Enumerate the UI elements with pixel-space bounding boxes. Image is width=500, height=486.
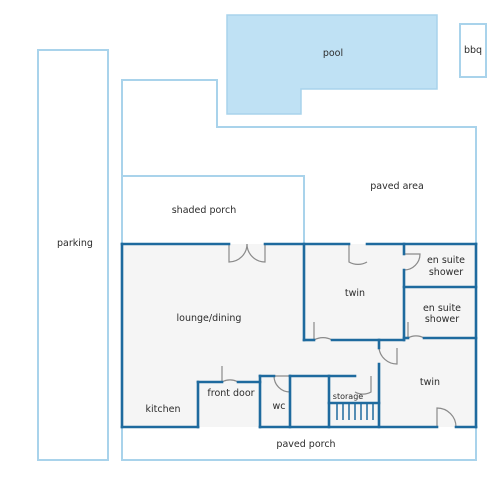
house-floor (122, 244, 476, 427)
kitchen-label: kitchen (146, 404, 181, 415)
storage-door (354, 376, 372, 395)
ensuite-1-label-line1: en suite (427, 255, 465, 266)
wc-label: wc (273, 401, 286, 412)
site-boundary (121, 79, 477, 461)
twin-door (348, 244, 368, 266)
lounge-dining-label: lounge/dining (177, 313, 242, 324)
storage-label: storage (333, 392, 363, 401)
pool (226, 14, 438, 115)
hall-door (378, 347, 398, 365)
ensuite-1-label-line2: shower (429, 267, 463, 278)
parking-label: parking (57, 238, 93, 249)
paved-porch-label: paved porch (276, 439, 335, 450)
shaded-porch-area (122, 175, 305, 244)
bbq-label: bbq (464, 45, 482, 56)
double-door (228, 243, 266, 263)
ensuite-1-door (403, 253, 421, 271)
twin-2-door (436, 407, 457, 428)
ensuite-2-label-line2: shower (425, 314, 459, 325)
parking-area (37, 49, 109, 461)
walls (120, 242, 478, 429)
twin-2-label: twin (420, 377, 440, 388)
front-door-label: front door (207, 388, 254, 399)
storage-shelves (336, 403, 374, 420)
pool-label: pool (323, 48, 343, 59)
twin-1-label: twin (345, 288, 365, 299)
bbq-area (459, 23, 487, 78)
shaded-porch-label: shaded porch (172, 205, 237, 216)
paved-area-label: paved area (370, 181, 424, 192)
ensuite-2-label-line1: en suite (423, 303, 461, 314)
